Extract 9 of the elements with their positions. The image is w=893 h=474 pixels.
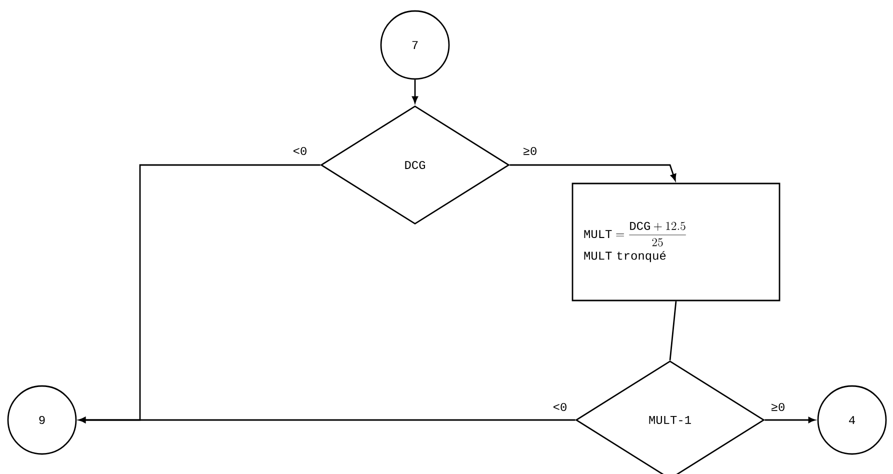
edge-label: <0 xyxy=(552,402,568,412)
arrow xyxy=(412,80,418,104)
edge-label: ≥0 xyxy=(770,402,786,412)
edge-label: ≥0 xyxy=(522,146,538,156)
arrow xyxy=(78,417,576,423)
edge-label: <0 xyxy=(292,146,308,156)
process-box: $\mathtt{MULT}=\frac{\mathtt{DCG}+12.5}{25}$ MULT tronqué xyxy=(572,182,780,302)
arrow xyxy=(510,164,676,181)
arrow xyxy=(764,417,816,423)
